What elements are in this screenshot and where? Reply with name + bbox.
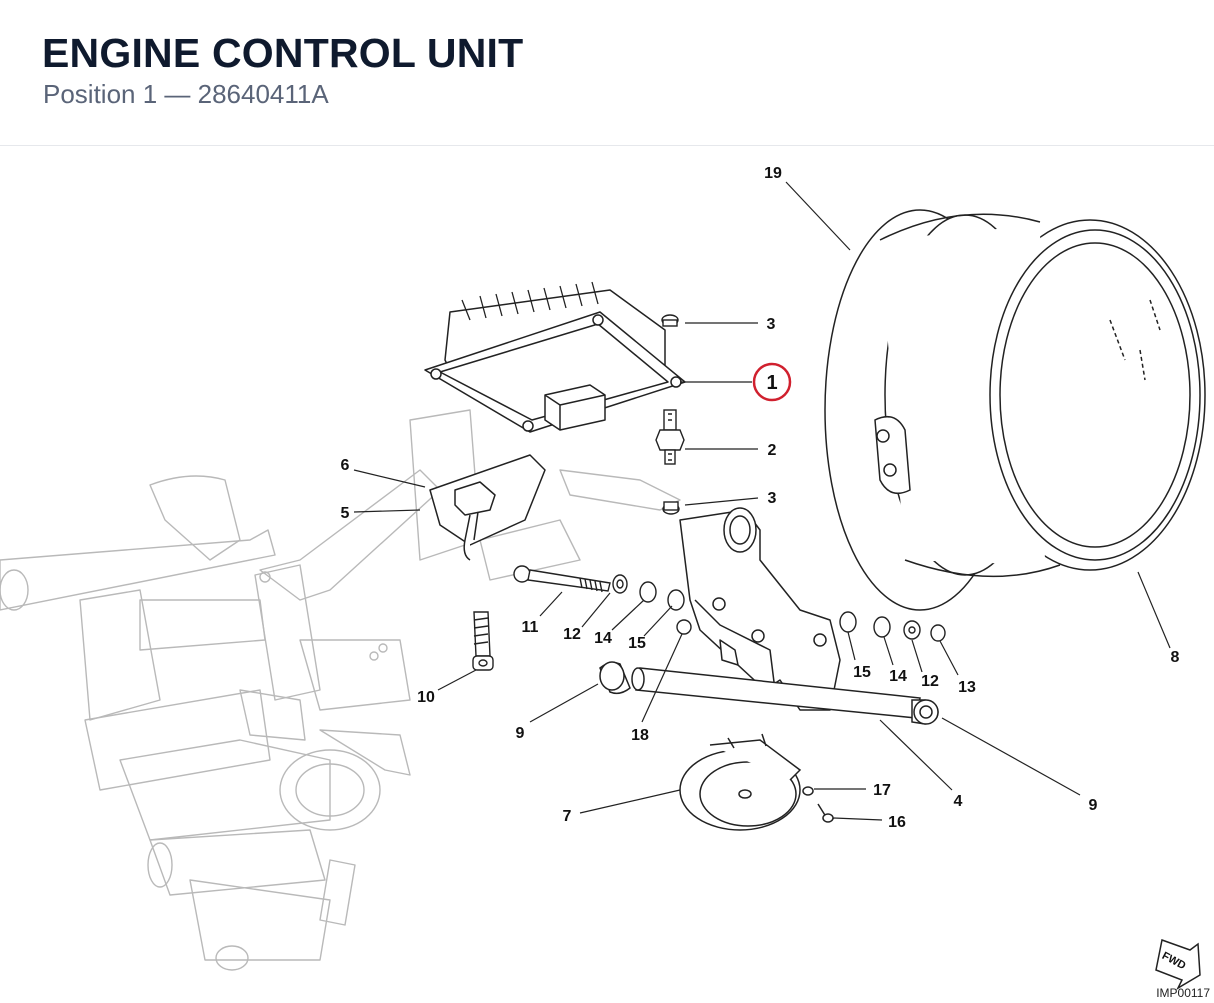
callout-9-left[interactable]: 9 [516, 725, 525, 742]
callout-8[interactable]: 8 [1171, 649, 1180, 666]
exploded-parts-diagram: FWD 19 3 1 2 3 6 5 11 [0, 165, 1206, 990]
part-right-hardware [839, 611, 946, 642]
part-ecu [424, 281, 686, 433]
part-stud-nut-hardware [655, 314, 685, 515]
callout-18[interactable]: 18 [631, 727, 649, 744]
callout-4[interactable]: 4 [954, 793, 963, 810]
part-bush-9 [599, 661, 631, 695]
leader-lines [353, 181, 1171, 821]
part-bolt-10 [472, 611, 494, 671]
callout-13[interactable]: 13 [958, 679, 976, 696]
callout-17[interactable]: 17 [873, 782, 891, 799]
callout-19[interactable]: 19 [764, 165, 782, 182]
callout-1-selected[interactable]: 1 [766, 372, 777, 394]
part-horn [679, 733, 835, 831]
position-subtitle: Position 1 — 28640411A [43, 79, 329, 109]
selected-callout-ring [752, 362, 792, 402]
part-spacer-tube [631, 667, 939, 725]
callout-9-right[interactable]: 9 [1089, 797, 1098, 814]
callout-12-right[interactable]: 12 [921, 673, 939, 690]
frame-drawing [0, 409, 681, 971]
callout-14-left[interactable]: 14 [594, 630, 612, 647]
part-long-bolt [513, 565, 692, 635]
callout-7[interactable]: 7 [563, 808, 572, 825]
callout-16[interactable]: 16 [888, 814, 906, 831]
callout-14-right[interactable]: 14 [889, 668, 907, 685]
callout-3-top[interactable]: 3 [767, 316, 776, 333]
callout-10[interactable]: 10 [417, 689, 435, 706]
callout-15-right[interactable]: 15 [853, 664, 871, 681]
image-code: IMP00117 [1156, 986, 1210, 1000]
fwd-arrow-icon: FWD [1155, 939, 1201, 990]
callout-2[interactable]: 2 [768, 442, 777, 459]
part-round-cover [824, 209, 1206, 611]
part-mount-bracket [679, 507, 841, 711]
callout-11[interactable]: 11 [522, 619, 539, 636]
callout-3-bottom[interactable]: 3 [768, 490, 777, 507]
callout-labels: 19 3 1 2 3 6 5 11 12 14 15 10 15 14 12 1… [341, 165, 1180, 831]
callout-6[interactable]: 6 [341, 457, 350, 474]
page-title: ENGINE CONTROL UNIT [42, 30, 524, 76]
page-header: ENGINE CONTROL UNIT Position 1 — 2864041… [0, 0, 1214, 146]
part-relay-bracket [429, 454, 546, 561]
callout-12-left[interactable]: 12 [563, 626, 581, 643]
callout-5[interactable]: 5 [341, 505, 350, 522]
callout-15-left[interactable]: 15 [628, 635, 646, 652]
